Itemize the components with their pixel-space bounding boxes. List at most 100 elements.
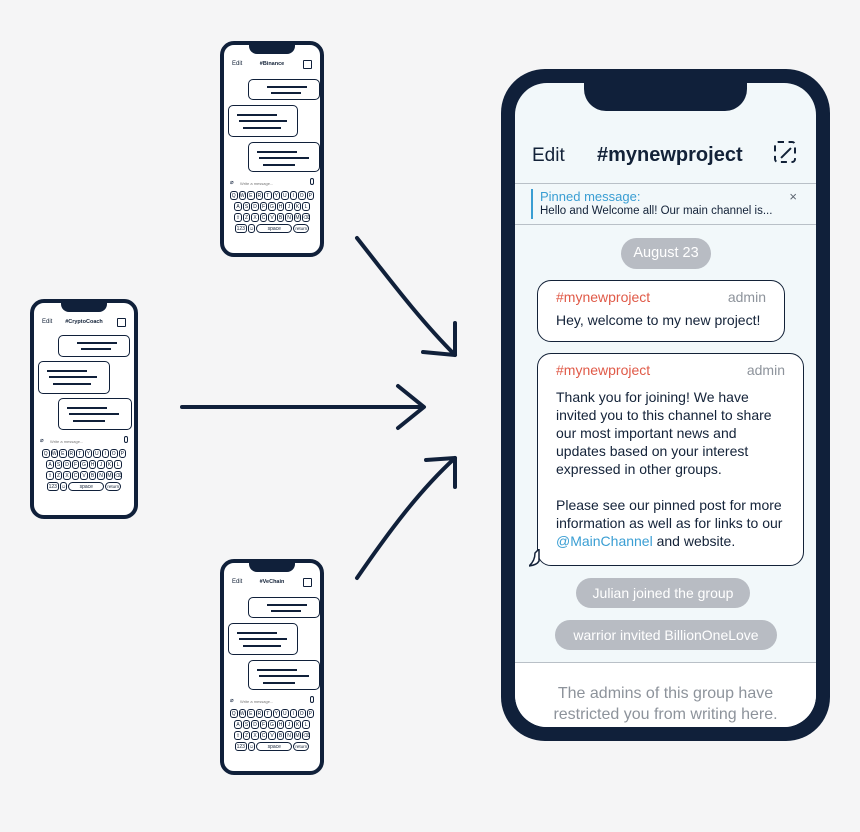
- key[interactable]: F: [259, 202, 268, 211]
- key[interactable]: Y: [84, 449, 92, 458]
- key[interactable]: I: [289, 191, 297, 200]
- emoji-key[interactable]: ☺: [247, 224, 256, 233]
- channel-link[interactable]: @MainChannel: [556, 533, 653, 549]
- key[interactable]: X: [251, 731, 259, 740]
- emoji-key[interactable]: ☺: [59, 482, 68, 491]
- compose-icon[interactable]: [774, 141, 796, 163]
- key[interactable]: T: [76, 449, 84, 458]
- key[interactable]: X: [63, 471, 71, 480]
- edit-button[interactable]: Edit: [232, 579, 243, 585]
- space-key[interactable]: space: [256, 742, 293, 751]
- key[interactable]: K: [105, 460, 114, 469]
- key[interactable]: N: [97, 471, 105, 480]
- attach-icon[interactable]: ⌀: [40, 438, 44, 444]
- key[interactable]: Y: [272, 709, 280, 718]
- key[interactable]: L: [114, 460, 122, 469]
- key[interactable]: Z: [242, 731, 251, 740]
- key[interactable]: J: [97, 460, 105, 469]
- key[interactable]: C: [259, 213, 268, 222]
- shift-key[interactable]: ⇧: [234, 731, 242, 740]
- return-key[interactable]: return: [293, 224, 310, 233]
- key[interactable]: A: [234, 202, 242, 211]
- edit-button[interactable]: Edit: [232, 61, 243, 67]
- key[interactable]: I: [289, 709, 297, 718]
- key[interactable]: V: [80, 471, 88, 480]
- mic-icon[interactable]: [310, 178, 314, 185]
- key[interactable]: W: [50, 449, 58, 458]
- key[interactable]: M: [293, 213, 302, 222]
- key[interactable]: E: [247, 191, 255, 200]
- key[interactable]: D: [251, 720, 259, 729]
- key[interactable]: B: [276, 731, 285, 740]
- close-icon[interactable]: ×: [789, 189, 797, 204]
- numbers-key[interactable]: 123: [234, 742, 247, 751]
- key[interactable]: C: [71, 471, 80, 480]
- message-input[interactable]: ⌀ Write a message...: [228, 178, 316, 187]
- key[interactable]: W: [238, 709, 246, 718]
- emoji-key[interactable]: ☺: [247, 742, 256, 751]
- key[interactable]: D: [63, 460, 71, 469]
- numbers-key[interactable]: 123: [234, 224, 247, 233]
- key[interactable]: M: [293, 731, 302, 740]
- shift-key[interactable]: ⇧: [46, 471, 54, 480]
- return-key[interactable]: return: [105, 482, 122, 491]
- edit-button[interactable]: Edit: [532, 145, 565, 166]
- key[interactable]: H: [276, 202, 285, 211]
- space-key[interactable]: space: [256, 224, 293, 233]
- key[interactable]: R: [67, 449, 75, 458]
- key[interactable]: D: [251, 202, 259, 211]
- key[interactable]: X: [251, 213, 259, 222]
- key[interactable]: Q: [230, 709, 238, 718]
- message-input[interactable]: ⌀ Write a message...: [228, 696, 316, 705]
- key[interactable]: C: [259, 731, 268, 740]
- message-input[interactable]: ⌀ Write a message...: [38, 436, 130, 445]
- key[interactable]: J: [285, 202, 293, 211]
- key[interactable]: N: [285, 213, 293, 222]
- shift-key[interactable]: ⇧: [234, 213, 242, 222]
- key[interactable]: M: [105, 471, 114, 480]
- key[interactable]: T: [264, 191, 272, 200]
- backspace-key[interactable]: ⌫: [302, 731, 311, 740]
- pinned-message[interactable]: Pinned message: Hello and Welcome all! O…: [531, 189, 799, 219]
- key[interactable]: W: [238, 191, 246, 200]
- compose-icon[interactable]: [303, 578, 312, 587]
- key[interactable]: V: [268, 731, 276, 740]
- key[interactable]: K: [293, 720, 302, 729]
- key[interactable]: Z: [54, 471, 63, 480]
- key[interactable]: O: [110, 449, 118, 458]
- key[interactable]: S: [242, 720, 251, 729]
- key[interactable]: U: [281, 709, 289, 718]
- key[interactable]: O: [298, 709, 306, 718]
- key[interactable]: U: [281, 191, 289, 200]
- key[interactable]: B: [276, 213, 285, 222]
- key[interactable]: O: [298, 191, 306, 200]
- return-key[interactable]: return: [293, 742, 310, 751]
- key[interactable]: E: [59, 449, 67, 458]
- key[interactable]: Y: [272, 191, 280, 200]
- attach-icon[interactable]: ⌀: [230, 180, 234, 186]
- key[interactable]: T: [264, 709, 272, 718]
- key[interactable]: U: [93, 449, 101, 458]
- edit-button[interactable]: Edit: [42, 319, 53, 325]
- key[interactable]: L: [302, 720, 310, 729]
- key[interactable]: Q: [230, 191, 238, 200]
- key[interactable]: G: [268, 202, 276, 211]
- mic-icon[interactable]: [124, 436, 128, 443]
- key[interactable]: H: [88, 460, 97, 469]
- key[interactable]: V: [268, 213, 276, 222]
- compose-icon[interactable]: [117, 318, 126, 327]
- key[interactable]: E: [247, 709, 255, 718]
- key[interactable]: S: [242, 202, 251, 211]
- mic-icon[interactable]: [310, 696, 314, 703]
- key[interactable]: S: [54, 460, 63, 469]
- backspace-key[interactable]: ⌫: [114, 471, 123, 480]
- key[interactable]: A: [46, 460, 54, 469]
- key[interactable]: L: [302, 202, 310, 211]
- key[interactable]: F: [71, 460, 80, 469]
- key[interactable]: P: [306, 191, 314, 200]
- key[interactable]: J: [285, 720, 293, 729]
- key[interactable]: P: [118, 449, 126, 458]
- key[interactable]: G: [80, 460, 88, 469]
- key[interactable]: B: [88, 471, 97, 480]
- key[interactable]: K: [293, 202, 302, 211]
